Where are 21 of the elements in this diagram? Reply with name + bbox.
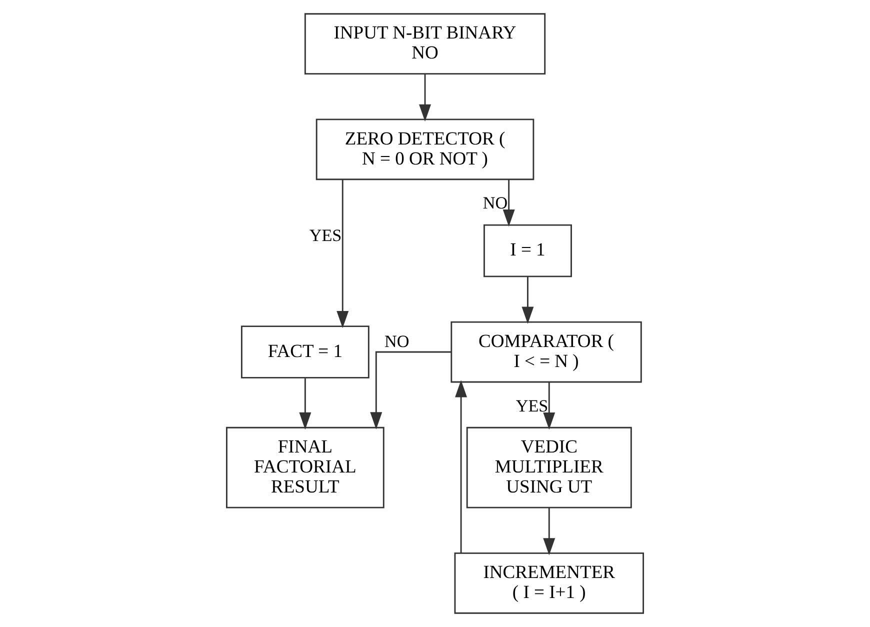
arrow [502, 180, 515, 227]
node-box: INCREMENTER ( I = I+1 ) [454, 552, 644, 614]
arrow [543, 508, 556, 556]
node-box: VEDIC MULTIPLIER USING UT [466, 426, 632, 508]
edge-label: NO [482, 194, 508, 213]
node-box: INPUT N-BIT BINARY NO [304, 13, 546, 75]
arrow [299, 378, 312, 430]
node-box: ZERO DETECTOR ( N = 0 OR NOT ) [316, 118, 534, 180]
edge-label: YES [309, 226, 342, 245]
edge-label: NO [384, 332, 410, 352]
node-box: FACT = 1 [240, 326, 370, 378]
node-box: COMPARATOR ( I < = N ) [450, 321, 642, 383]
arrow [370, 351, 452, 430]
arrow [419, 74, 431, 122]
arrow [522, 276, 534, 324]
arrow [336, 180, 349, 328]
arrow [543, 382, 556, 430]
node-box: I = 1 [484, 224, 572, 278]
node-box: FINAL FACTORIAL RESULT [226, 426, 384, 508]
edge-label: YES [516, 396, 548, 416]
arrow [455, 380, 468, 553]
